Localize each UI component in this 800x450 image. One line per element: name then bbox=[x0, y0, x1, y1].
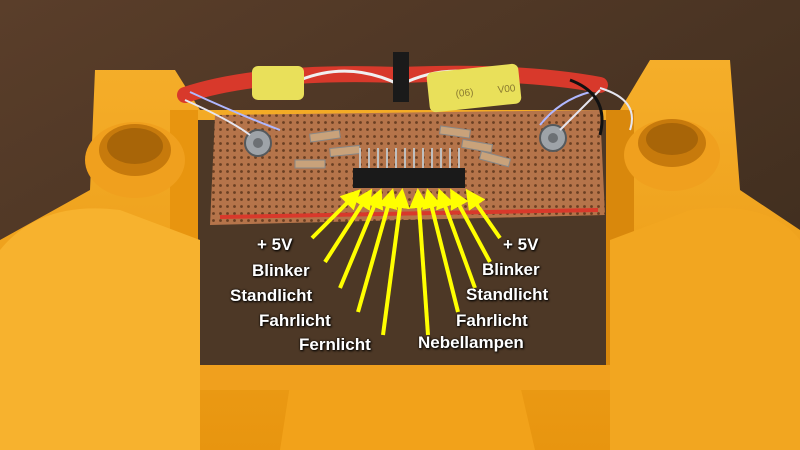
red-wire-bottom bbox=[219, 208, 599, 219]
resistors bbox=[294, 125, 512, 169]
label-left-5v: + 5V bbox=[257, 235, 293, 254]
label-left-blinker: Blinker bbox=[252, 261, 310, 280]
pin-header bbox=[353, 148, 465, 188]
label-right-nebellampen: Nebellampen bbox=[418, 333, 524, 352]
label-left-standlicht: Standlicht bbox=[230, 286, 313, 305]
label-right-fahrlicht: Fahrlicht bbox=[456, 311, 528, 330]
label-left-fahrlicht: Fahrlicht bbox=[259, 311, 331, 330]
tape-left bbox=[252, 66, 304, 100]
housing-left-wing bbox=[0, 208, 200, 450]
label-right-blinker: Blinker bbox=[482, 260, 540, 279]
label-right-5v: + 5V bbox=[503, 235, 539, 254]
black-clip bbox=[393, 52, 409, 102]
housing-right-wing bbox=[610, 208, 800, 450]
housing-bottom-bar bbox=[190, 365, 620, 390]
label-right-standlicht: Standlicht bbox=[466, 285, 549, 304]
label-left-fernlicht: Fernlicht bbox=[299, 335, 371, 354]
perfboard bbox=[210, 110, 605, 225]
tape-right bbox=[426, 63, 522, 113]
tape-print-2: (06) bbox=[455, 87, 474, 100]
tape-print-1: V00 bbox=[497, 83, 516, 96]
housing-bottom-tab bbox=[280, 385, 535, 450]
